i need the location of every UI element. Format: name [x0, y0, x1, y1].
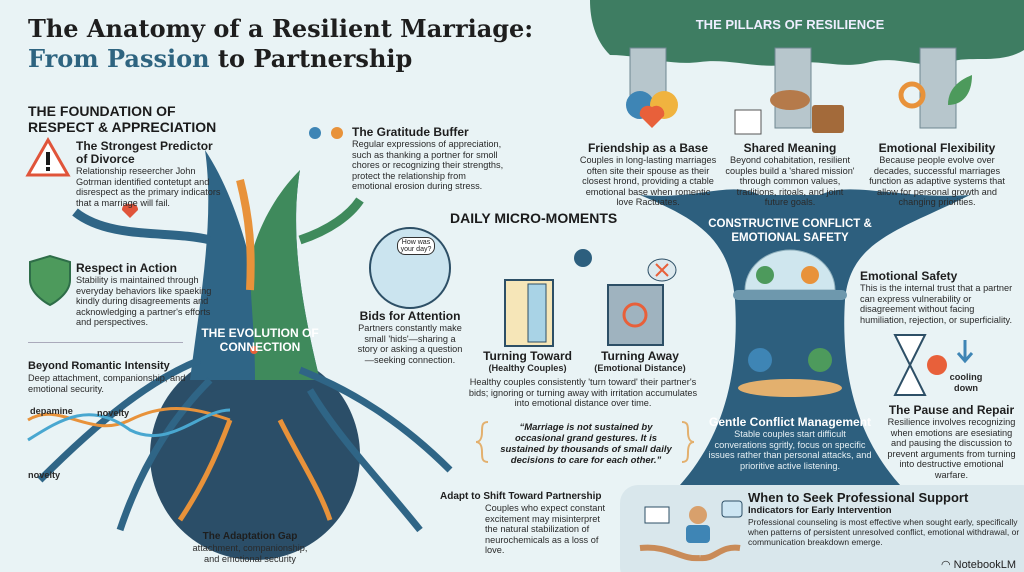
romantic-block: Beyond Romantic Intensity Deep attachmen… — [28, 360, 186, 394]
divider — [28, 342, 183, 343]
foundation-heading: THE FOUNDATION OF RESPECT & APPRECIATION — [28, 103, 217, 135]
conflict-heading: CONSTRUCTIVE CONFLICT & EMOTIONAL SAFETY — [708, 218, 872, 244]
micro-body: Healthy couples consistently 'turn towar… — [468, 377, 698, 408]
speech-bubble: How was your day? — [397, 237, 435, 255]
gentle-conflict-block: Gentle Conflict Management Stable couple… — [708, 415, 872, 471]
wave-label-dopamine: depamine — [30, 406, 73, 416]
pillars-heading: THE PILLARS OF RESILIENCE — [695, 17, 885, 32]
shift-block: Adapt to Shift Toward Partnership Couple… — [440, 491, 606, 555]
shield-handshake-icon — [29, 254, 71, 307]
pillar-shared-meaning: Shared Meaning Beyond cohabitation, resi… — [725, 141, 855, 208]
down-arrow-icon — [956, 340, 974, 364]
right-tree-trunk — [640, 189, 970, 485]
left-tree-illustration — [27, 150, 453, 560]
support-block: When to Seek Professional Support Indica… — [748, 490, 1020, 547]
brace-right — [681, 421, 695, 463]
page-title: The Anatomy of a Resilient Marriage: Fro… — [28, 14, 534, 73]
notebooklm-logo: ◠ NotebookLM — [940, 559, 1016, 571]
closed-gate-icon — [607, 284, 664, 346]
pause-repair-block: The Pause and Repair Resilience involves… — [887, 403, 1016, 480]
canopy-illustration — [590, 0, 1024, 66]
pillar-flexibility: Emotional Flexibility Because people evo… — [869, 141, 1005, 208]
predictor-block: The Strongest Predictor of Divorce Relat… — [76, 139, 221, 208]
heart-icon — [639, 105, 665, 128]
adaptation-gap-block: The Adaptation Gap attachment, companion… — [192, 531, 308, 564]
wave-label-novelty: novelty — [97, 408, 130, 418]
micro-heading: DAILY MICRO-MOMENTS — [450, 210, 618, 226]
evolution-heading: THE EVOLUTION OF CONNECTION — [201, 326, 319, 354]
gratitude-block: The Gratitude Buffer Regular expressions… — [352, 125, 504, 192]
broken-heart-icon — [121, 203, 139, 218]
turning-toward-block: Turning Toward (Healthy Couples) — [483, 349, 572, 374]
hourglass-icon — [893, 334, 927, 396]
people-sprout-icon — [331, 127, 343, 139]
respect-block: Respect in Action Stability is maintaine… — [76, 261, 212, 328]
brace-left — [475, 421, 489, 463]
safety-block: Emotional Safety This is the internal tr… — [860, 269, 1013, 325]
turning-away-block: Turning Away (Emotional Distance) — [594, 349, 686, 374]
cooling-down-label: cooling down — [949, 372, 983, 393]
pause-icon — [927, 355, 947, 375]
pillar-friendship: Friendship as a Base Couples in long-las… — [579, 141, 717, 208]
bids-block: Bids for Attention Partners constantly m… — [357, 309, 463, 365]
wave-label-novelty-2: novelty — [28, 470, 61, 480]
quote: “Marriage is not sustained by occasional… — [500, 422, 672, 466]
